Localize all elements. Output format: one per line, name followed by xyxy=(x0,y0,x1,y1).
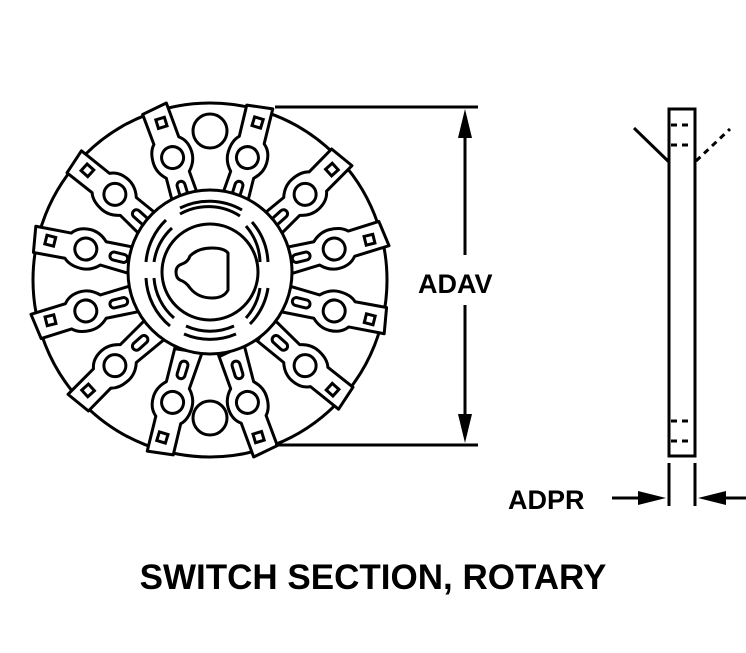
diameter-label: ADAV xyxy=(418,269,493,299)
arrow-down-icon xyxy=(458,414,472,443)
rotor-segments xyxy=(144,199,270,341)
arrow-left-icon xyxy=(698,491,726,505)
arrow-up-icon xyxy=(458,109,472,138)
thickness-label: ADPR xyxy=(508,485,585,515)
shaft-hole-d xyxy=(174,246,230,300)
arrow-right-icon xyxy=(638,491,666,505)
dimension-thickness: ADPR xyxy=(508,463,746,515)
dimension-diameter: ADAV xyxy=(275,105,493,447)
wafer-edge xyxy=(667,107,697,458)
terminal-bent xyxy=(632,126,671,164)
mounting-hole-top xyxy=(191,112,229,150)
switch-front-view xyxy=(27,98,393,462)
drawing-title: SWITCH SECTION, ROTARY xyxy=(140,558,607,597)
mounting-hole-bottom xyxy=(191,399,229,437)
switch-side-view xyxy=(632,107,732,458)
